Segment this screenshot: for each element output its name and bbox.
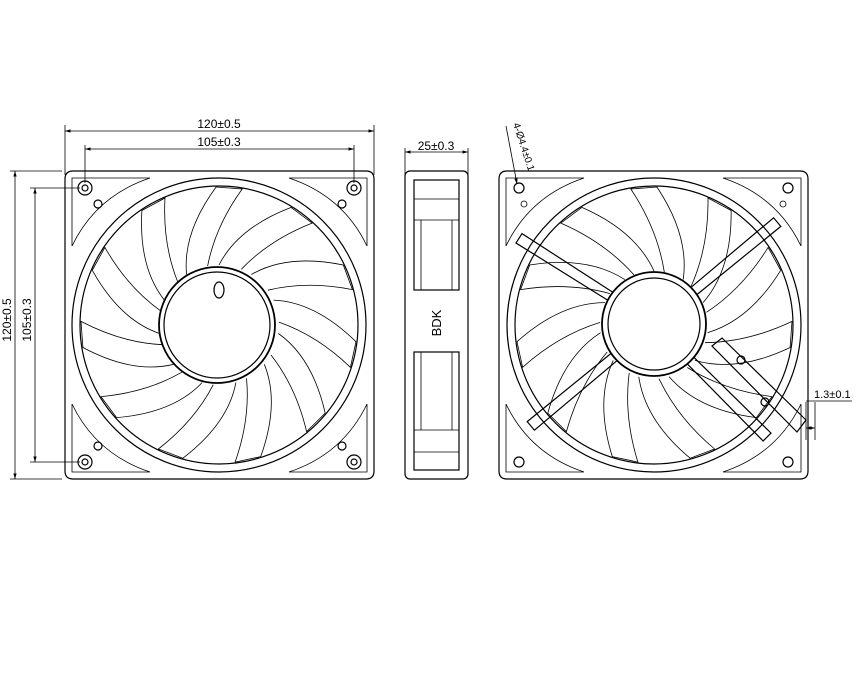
front-blades [80, 186, 357, 463]
rear-venturi-inner [514, 185, 794, 465]
dimension-overall-width: 120±0.5 [64, 117, 375, 175]
rear-frame-outline [498, 170, 809, 480]
front-blade [251, 260, 354, 291]
rear-struts [515, 216, 782, 442]
front-venturi-outer [71, 177, 367, 473]
front-blade [273, 299, 357, 369]
front-blade [185, 186, 243, 275]
dimension-lead-offset: 1.3±0.1 [805, 389, 852, 440]
front-venturi-inner [79, 185, 359, 465]
rear-blade [630, 186, 685, 280]
front-blade [270, 333, 326, 433]
dimension-thickness: 25±0.3 [404, 139, 469, 175]
front-pin-hole-br [337, 441, 347, 451]
rear-pin-hole-tl [520, 200, 528, 208]
side-frame-outline [404, 170, 469, 480]
rear-corner-pocket-bl [505, 403, 585, 473]
front-hub-outer [158, 266, 276, 384]
front-blade [218, 206, 313, 270]
rear-mount-hole-br [782, 456, 794, 468]
front-corner-pocket-tr [288, 177, 368, 247]
rear-strut [690, 216, 782, 296]
rear-blade [547, 332, 608, 433]
dimension-overall-height: 120±0.5 [0, 170, 62, 480]
rear-blade [603, 360, 639, 463]
rear-blade [694, 320, 793, 365]
rear-strut [515, 232, 614, 301]
rear-blades [516, 186, 793, 463]
rear-mount-hole-bl [513, 456, 525, 468]
dimension-thickness-label: 25±0.3 [418, 139, 455, 153]
rear-view [498, 170, 809, 480]
dimension-hole-spacing-height-label: 105±0.3 [20, 298, 34, 342]
front-corner-pocket-bl [71, 403, 151, 473]
rear-cable-channel [711, 337, 807, 433]
front-hub-label-slot [213, 281, 225, 299]
rear-blade [519, 261, 626, 294]
front-blade [234, 364, 272, 463]
rear-blade [690, 197, 732, 303]
side-lower-window [413, 351, 460, 471]
rear-blade [638, 376, 716, 459]
front-mount-hole-br [346, 454, 362, 470]
front-mount-hole-tl [77, 180, 93, 196]
rear-hub-outer [601, 271, 707, 377]
rear-venturi-outer [506, 177, 802, 473]
side-upper-window [413, 179, 460, 291]
rear-pin-hole-tr [779, 200, 787, 208]
dimension-hole-spacing-width-label: 105±0.3 [197, 135, 241, 149]
front-corner-pocket-tl [71, 177, 151, 247]
rear-cable-clip-lower [760, 397, 770, 407]
dimension-overall-width-label: 120±0.5 [197, 117, 241, 131]
front-pin-hole-bl [93, 441, 103, 451]
dimension-hole-spacing-width: 105±0.3 [84, 135, 355, 183]
rear-blade [560, 206, 655, 276]
rear-blade [668, 367, 773, 419]
front-hub-inner [163, 271, 271, 379]
front-frame-outline [64, 170, 375, 480]
front-pin-hole-tl [93, 199, 103, 209]
side-view: BDK [404, 170, 469, 480]
dimension-mount-hole-label: 4-Ø4.4±0.1 [510, 122, 536, 173]
rear-corner-pocket-tr [722, 177, 802, 247]
side-brand-label: BDK [429, 309, 444, 336]
rear-corner-pocket-tl [505, 177, 585, 247]
dimension-mount-hole: 4-Ø4.4±0.1 [505, 122, 536, 185]
rear-mount-hole-tl [513, 182, 525, 194]
rear-blade [706, 246, 782, 334]
front-mount-hole-tr [346, 180, 362, 196]
front-mount-hole-bl [77, 454, 93, 470]
front-blade [100, 371, 203, 419]
rear-strut [686, 356, 772, 442]
front-blade [91, 246, 161, 334]
rear-strut [526, 352, 618, 432]
front-blade [141, 197, 178, 301]
dimension-overall-height-label: 120±0.5 [0, 298, 14, 342]
front-pin-hole-tr [337, 199, 347, 209]
dimension-hole-spacing-height: 105±0.3 [20, 187, 80, 463]
front-blade [157, 382, 237, 459]
rear-mount-hole-tr [782, 182, 794, 194]
dimension-lead-offset-label: 1.3±0.1 [814, 389, 851, 401]
rear-cable-clip-upper [736, 355, 746, 365]
front-blade [80, 320, 174, 368]
front-view [64, 170, 375, 480]
rear-hub-inner [607, 277, 701, 371]
front-corner-pocket-br [288, 403, 368, 473]
rear-corner-pocket-br [722, 403, 802, 473]
rear-blade [516, 302, 605, 369]
